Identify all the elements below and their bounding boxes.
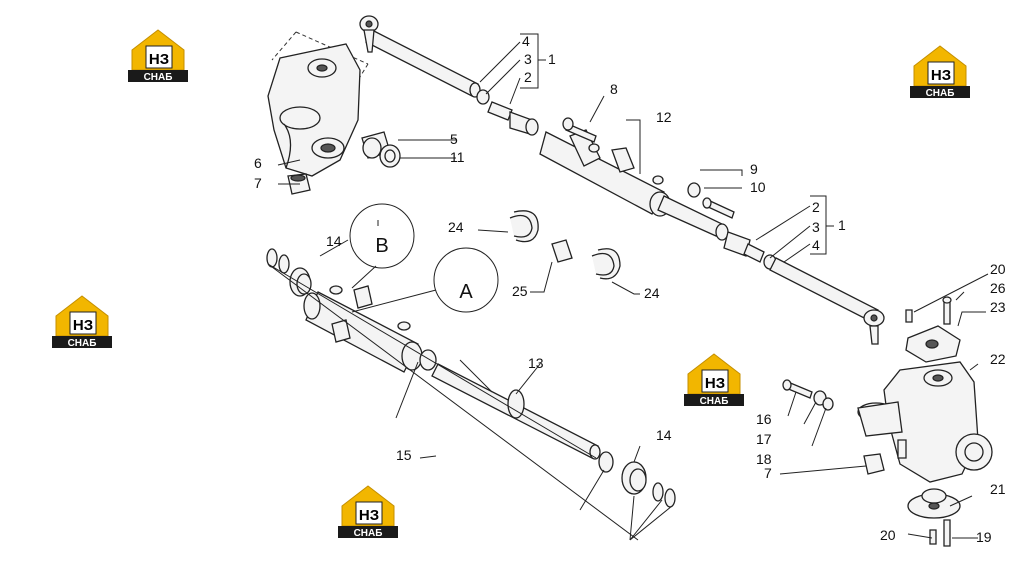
callout-14-left: 14 xyxy=(326,233,342,249)
callout-11: 11 xyxy=(450,149,465,165)
callout-22: 22 xyxy=(990,351,1006,367)
seal-kit-14-left xyxy=(266,248,312,297)
brand-logo-bottom: НЗ СНАБ xyxy=(337,485,399,539)
svg-text:СНАБ: СНАБ xyxy=(144,72,173,83)
callout-4-lower: 4 xyxy=(812,237,820,253)
oring-lower-left xyxy=(419,349,437,371)
callout-6: 6 xyxy=(254,155,262,171)
callout-9: 9 xyxy=(750,161,758,177)
callout-2-lower: 2 xyxy=(812,199,820,215)
callout-21: 21 xyxy=(990,481,1006,497)
cylinder-barrel-15 xyxy=(303,285,423,373)
circlip-24-right xyxy=(591,248,621,280)
callout-4-upper: 4 xyxy=(522,33,530,49)
inner-joint-2-upper xyxy=(487,101,539,136)
svg-text:СНАБ: СНАБ xyxy=(700,396,729,407)
callout-13: 13 xyxy=(528,355,544,371)
svg-text:A: A xyxy=(459,281,473,303)
svg-text:B: B xyxy=(375,235,388,257)
bolt-26 xyxy=(942,296,952,325)
bolt-10 xyxy=(702,197,735,219)
seal-kit-14-right xyxy=(598,451,676,508)
tie-rod-upper xyxy=(359,15,481,98)
tie-rod-lower xyxy=(769,257,885,345)
svg-text:СНАБ: СНАБ xyxy=(68,338,97,349)
svg-text:НЗ: НЗ xyxy=(931,67,951,84)
detail-bubble-b: B xyxy=(349,203,415,289)
svg-text:НЗ: НЗ xyxy=(73,317,93,334)
plate-23 xyxy=(905,325,961,363)
steering-cylinder-upper xyxy=(539,129,729,241)
callout-10: 10 xyxy=(750,179,766,195)
callout-25: 25 xyxy=(512,283,528,299)
svg-text:НЗ: НЗ xyxy=(149,51,169,68)
svg-text:СНАБ: СНАБ xyxy=(926,88,955,99)
spacer-9 xyxy=(687,182,701,198)
brand-logo-center: НЗ СНАБ xyxy=(683,353,745,407)
sensor-25 xyxy=(551,239,573,263)
svg-text:НЗ: НЗ xyxy=(705,375,725,392)
detail-bubble-a: A xyxy=(351,247,499,313)
callout-16: 16 xyxy=(756,411,772,427)
bolt-16 xyxy=(782,379,813,399)
callout-18: 18 xyxy=(756,451,772,467)
leaders xyxy=(277,33,989,539)
seal-11 xyxy=(379,144,401,168)
fitting-20-lower xyxy=(929,529,937,545)
brand-logo-top-right: НЗ СНАБ xyxy=(909,45,971,99)
inner-joint-2-lower xyxy=(723,231,765,263)
callout-7-upper: 7 xyxy=(254,175,262,191)
callout-20-upper: 20 xyxy=(990,261,1006,277)
callout-19: 19 xyxy=(976,529,992,545)
callout-7-lower: 7 xyxy=(764,465,772,481)
callout-24-left: 24 xyxy=(448,219,464,235)
callout-5: 5 xyxy=(450,131,458,147)
callout-1-lower: 1 xyxy=(838,217,846,233)
piston-rod-13 xyxy=(431,363,601,460)
callout-26: 26 xyxy=(990,280,1006,296)
callout-8: 8 xyxy=(610,81,618,97)
left-steering-knuckle xyxy=(267,31,369,177)
callout-3-upper: 3 xyxy=(524,51,532,67)
brand-logo-left: НЗ СНАБ xyxy=(51,295,113,349)
svg-text:НЗ: НЗ xyxy=(359,507,379,524)
callout-12: 12 xyxy=(656,109,672,125)
nut-7-lower xyxy=(863,453,885,475)
callout-20-lower: 20 xyxy=(880,527,896,543)
fitting-20-upper xyxy=(905,309,913,323)
bushing-17-18 xyxy=(813,390,834,411)
group-lines-15 xyxy=(267,263,673,541)
brand-logo-top-left: НЗ СНАБ xyxy=(127,29,189,83)
callout-23: 23 xyxy=(990,299,1006,315)
bolt-8 xyxy=(562,117,597,143)
callout-17: 17 xyxy=(756,431,772,447)
plate-21 xyxy=(907,488,961,519)
callout-14-right: 14 xyxy=(656,427,672,443)
callout-24-right: 24 xyxy=(644,285,660,301)
circlip-24-left xyxy=(509,210,539,243)
svg-text:СНАБ: СНАБ xyxy=(354,528,383,539)
callout-3-lower: 3 xyxy=(812,219,820,235)
callout-1-upper: 1 xyxy=(548,51,556,67)
callout-2-upper: 2 xyxy=(524,69,532,85)
right-steering-knuckle xyxy=(857,361,993,483)
callout-15: 15 xyxy=(396,447,412,463)
callout-labels: 4 3 2 1 5 11 6 7 8 12 9 10 2 3 4 1 24 24… xyxy=(254,33,1006,545)
bolt-19 xyxy=(943,519,951,547)
